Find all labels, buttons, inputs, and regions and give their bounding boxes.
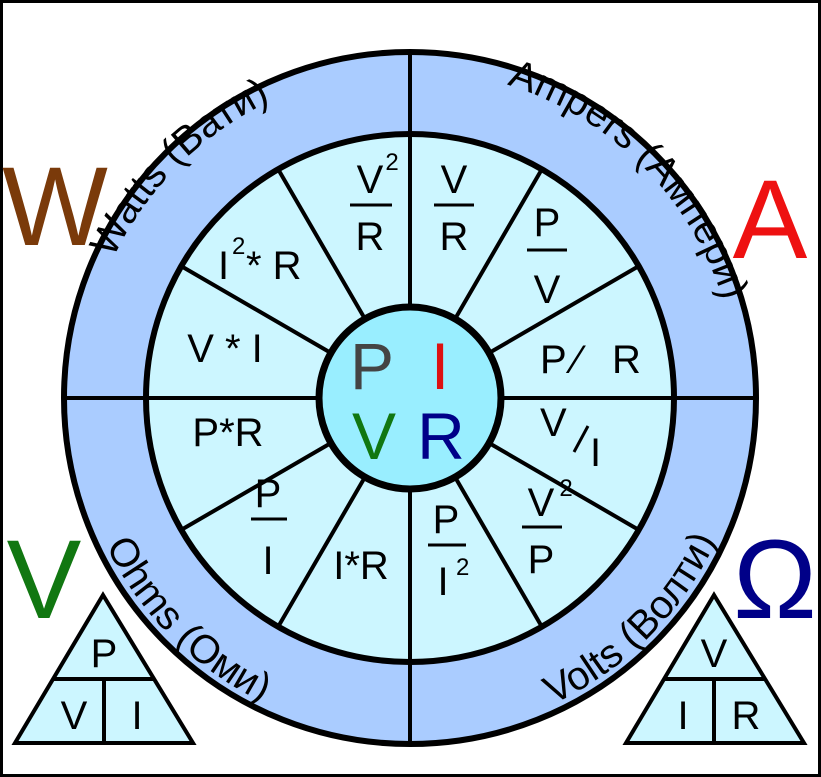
svg-text:V: V: [357, 158, 384, 202]
svg-text:P: P: [255, 472, 282, 516]
svg-text:I: I: [131, 694, 142, 738]
svg-text:P: P: [433, 498, 460, 542]
svg-text:V: V: [61, 694, 88, 738]
triangle-power-voltage-current: P V I: [11, 591, 197, 745]
svg-text:P: P: [534, 201, 561, 245]
svg-text:I: I: [437, 560, 448, 604]
formula-volts-p-over-i: P I: [251, 472, 287, 583]
svg-text:I: I: [262, 539, 273, 583]
svg-text:I: I: [677, 694, 688, 738]
svg-text:2: 2: [559, 475, 572, 502]
formula-ohms-p-over-i-squared: P I 2: [428, 498, 469, 604]
formula-watts-i-squared-r: I 2 * R: [218, 233, 302, 288]
corner-letter-watts: W: [2, 144, 108, 269]
svg-text:R: R: [612, 338, 641, 382]
formula-amperes-v-over-r: V R: [434, 158, 474, 259]
svg-text:V: V: [534, 268, 561, 312]
svg-text:I: I: [590, 431, 601, 475]
formula-watts-v-times-i: V * I: [187, 327, 263, 371]
formula-volts-p-times-r: P*R: [192, 411, 263, 455]
segment-spokes: [64, 52, 756, 744]
svg-text:R: R: [356, 215, 385, 259]
svg-text:I: I: [218, 244, 229, 288]
svg-text:V: V: [701, 632, 728, 676]
svg-text:R: R: [732, 694, 761, 738]
svg-text:P: P: [540, 338, 567, 382]
corner-letter-volts: V: [7, 517, 82, 642]
formula-amperes-p-over-v: P V: [527, 201, 567, 312]
svg-text:R: R: [440, 215, 469, 259]
formula-watts-v-squared-over-r: V 2 R: [350, 149, 399, 259]
svg-text:V: V: [528, 481, 555, 525]
center-hub: [315, 303, 505, 493]
svg-text:P: P: [528, 538, 555, 582]
svg-text:* R: * R: [246, 244, 302, 288]
svg-text:V: V: [540, 401, 567, 445]
center-letter-power: P: [350, 329, 394, 403]
svg-text:2: 2: [385, 149, 398, 176]
svg-text:V: V: [441, 158, 468, 202]
triangle-voltage-current-resistance: V I R: [622, 591, 808, 745]
svg-text:P: P: [91, 632, 118, 676]
formula-volts-i-times-r: I*R: [333, 544, 389, 588]
formula-ohms-v-slash-i: V I: [540, 401, 601, 475]
corner-letter-amperes: A: [733, 157, 808, 282]
svg-text:2: 2: [232, 233, 245, 260]
svg-text:2: 2: [456, 554, 469, 581]
center-letter-current: I: [431, 329, 449, 403]
formula-ohms-v-squared-over-p: V 2 P: [522, 475, 573, 582]
center-letter-voltage: V: [352, 399, 396, 473]
corner-letter-ohms: Ω: [733, 517, 817, 642]
center-letter-resistance: R: [417, 399, 465, 473]
